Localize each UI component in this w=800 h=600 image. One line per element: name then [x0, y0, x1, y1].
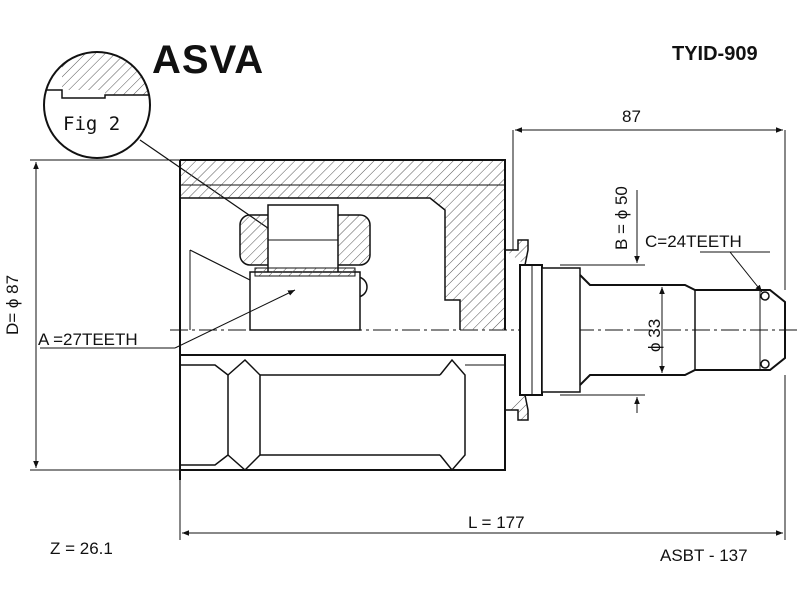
- tripod-spider: [189, 204, 371, 331]
- reference-code-label: ASBT - 137: [660, 546, 748, 565]
- dimension-lines: [30, 127, 786, 540]
- overall-length-label: L = 177: [468, 513, 525, 532]
- flange-diameter-label: B = ϕ 50: [612, 186, 631, 250]
- shaft-length-label: 87: [622, 107, 641, 126]
- inner-teeth-label: A =27TEETH: [38, 330, 138, 349]
- outer-teeth-label: C=24TEETH: [645, 232, 742, 251]
- outer-housing-section: [179, 159, 506, 480]
- part-number: TYID-909: [672, 43, 758, 65]
- z-value-label: Z = 26.1: [50, 539, 113, 558]
- outer-housing-exterior: [180, 354, 506, 472]
- outer-diameter-label: D= ϕ 87: [3, 274, 22, 335]
- shaft-diameter-label: ϕ 33: [645, 318, 664, 352]
- stub-shaft: [505, 239, 786, 421]
- brand-logo: ASVA: [152, 38, 265, 82]
- fig-label: Fig 2: [63, 113, 121, 135]
